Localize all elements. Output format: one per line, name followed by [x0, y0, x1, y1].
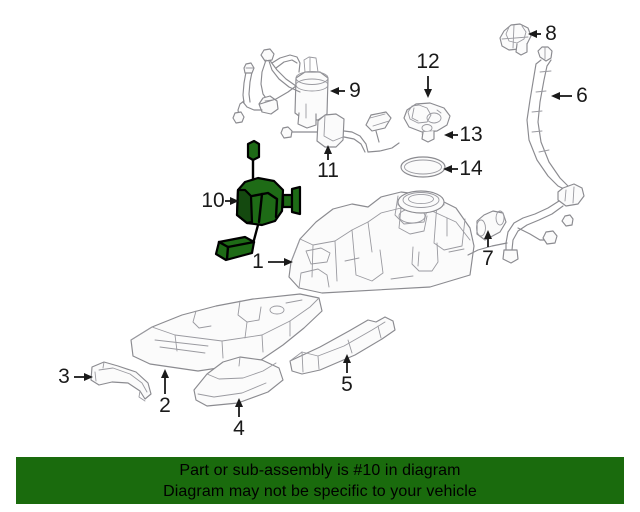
- callout-14: 14: [443, 157, 483, 180]
- callout-7: 7: [482, 230, 494, 270]
- callout-2: 2: [159, 369, 171, 417]
- callout-label-11: 11: [317, 159, 339, 182]
- callout-label-3: 3: [58, 365, 70, 388]
- callout-5: 5: [341, 354, 353, 396]
- part-heat-shield-rear: [289, 316, 396, 375]
- part-fuel-level-sending-unit-highlighted: [214, 139, 302, 262]
- callout-1: 1: [252, 250, 293, 273]
- callout-8: 8: [528, 22, 557, 45]
- part-fuel-pump-module: [232, 48, 329, 129]
- part-fuel-filler-neck: [467, 46, 585, 264]
- footer-line-2: Diagram may not be specific to your vehi…: [163, 482, 477, 500]
- callout-label-1: 1: [252, 250, 264, 273]
- part-filler-hose-connector: [476, 210, 507, 241]
- callout-label-9: 9: [349, 79, 361, 102]
- callout-label-12: 12: [416, 50, 439, 73]
- part-fuel-tank-cap-assembly: [403, 102, 451, 143]
- callout-10: 10: [201, 189, 239, 212]
- callout-3: 3: [58, 365, 93, 388]
- callout-6: 6: [551, 84, 588, 107]
- part-fuel-tank-skid-plate: [130, 293, 323, 372]
- callout-label-8: 8: [545, 22, 557, 45]
- callout-4: 4: [233, 398, 245, 440]
- callout-13: 13: [444, 123, 483, 146]
- callout-label-6: 6: [576, 84, 588, 107]
- footer-line-1: Part or sub-assembly is #10 in diagram: [179, 461, 461, 479]
- callout-label-4: 4: [233, 417, 245, 440]
- callout-label-13: 13: [459, 123, 482, 146]
- parts-diagram-illustration: 1 2 3 4 5 6: [58, 22, 588, 440]
- callout-label-10: 10: [201, 189, 224, 212]
- part-skid-plate-bracket: [90, 361, 152, 402]
- callout-label-5: 5: [341, 373, 353, 396]
- callout-label-7: 7: [482, 247, 494, 270]
- part-heat-shield-center: [193, 356, 284, 407]
- footer-note-banner: Part or sub-assembly is #10 in diagram D…: [16, 457, 624, 504]
- callout-label-2: 2: [159, 394, 171, 417]
- callout-11: 11: [317, 145, 339, 182]
- callout-12: 12: [416, 50, 440, 98]
- part-wiring-harness-connector: [280, 111, 400, 153]
- callout-label-14: 14: [459, 157, 483, 180]
- part-fuel-tank: [288, 191, 475, 294]
- callout-9: 9: [330, 79, 361, 102]
- part-tank-seal-o-ring: [400, 132, 446, 178]
- part-fuel-filler-cap: [499, 23, 532, 56]
- part-tank-lock-ring: [397, 190, 445, 214]
